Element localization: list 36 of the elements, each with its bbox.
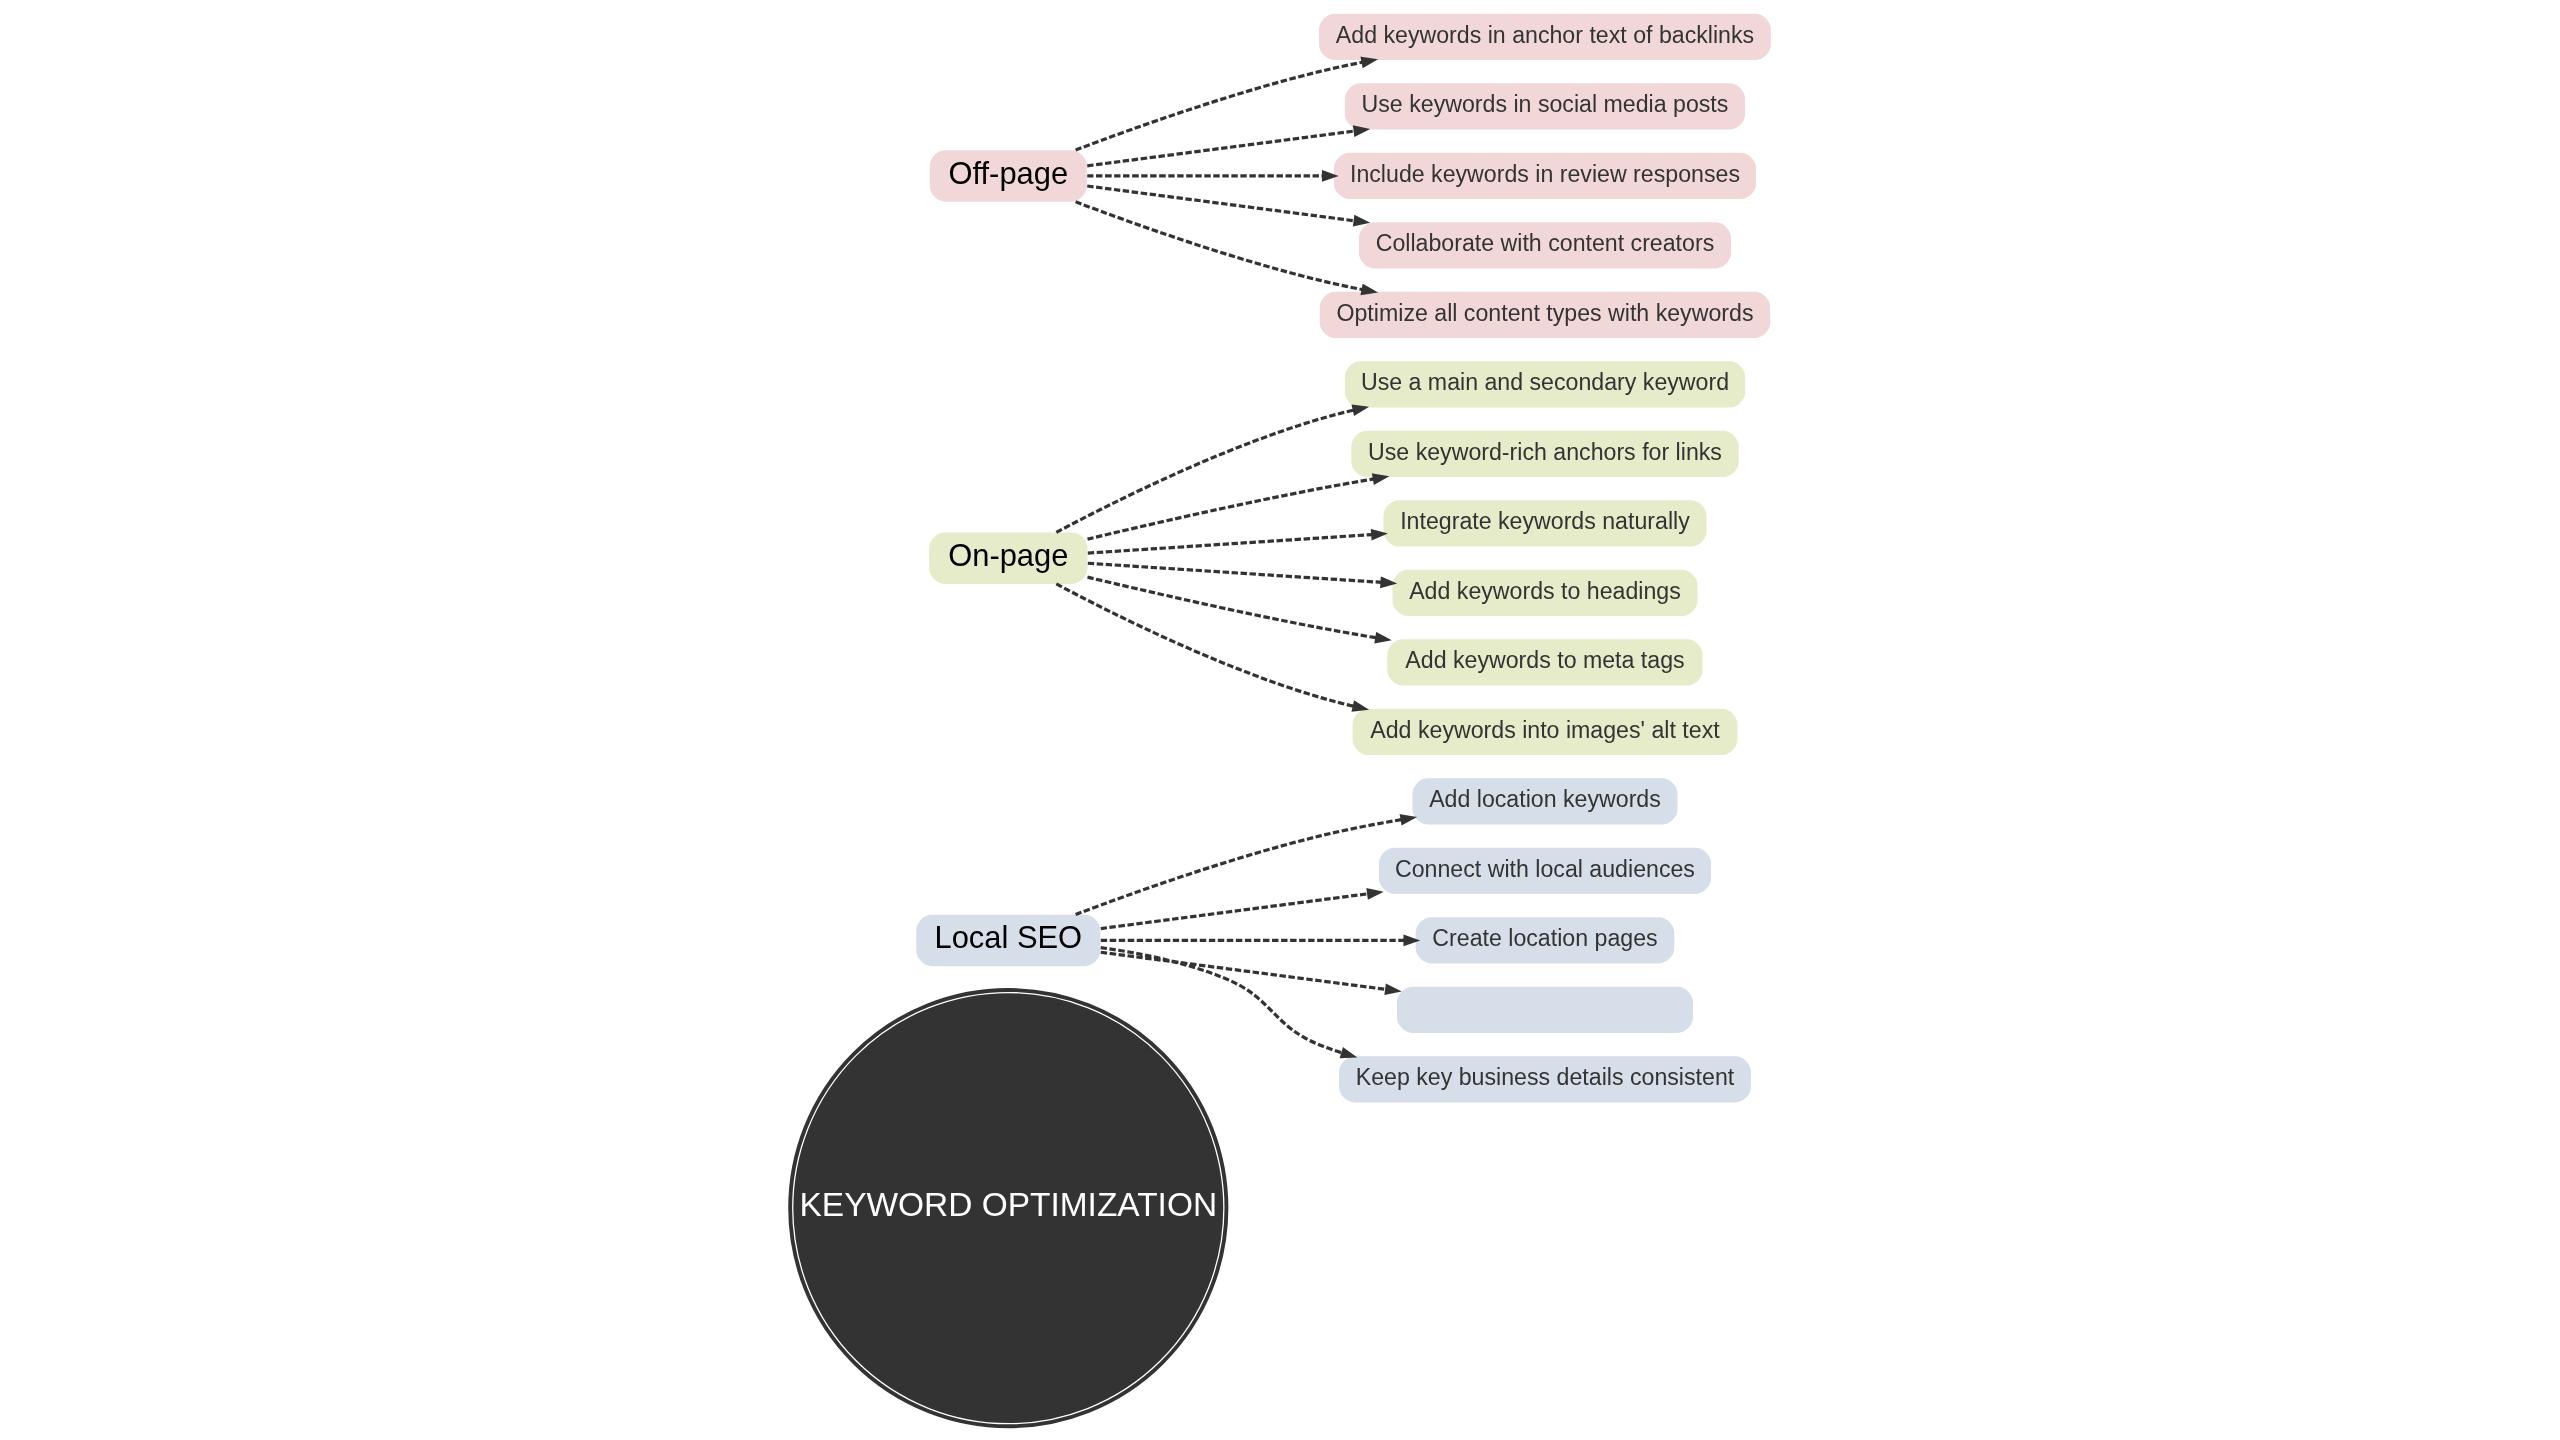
node-circle: KEYWORD OPTIMIZATION (787, 988, 1228, 1429)
node-box: Add location keywords (1411, 778, 1678, 825)
arrow (1086, 125, 1370, 168)
node-box: Local SEO (915, 914, 1100, 967)
arrow (1074, 200, 1378, 296)
node-box: Include keywords in review responses (1333, 152, 1756, 200)
node-box: Integrate keywords naturally (1382, 500, 1706, 547)
node-box: Optimize all content types with keywords (1319, 291, 1770, 339)
arrow (1086, 575, 1392, 644)
node-box: Keep key business details consistent (1338, 1056, 1751, 1103)
node-box (1396, 986, 1693, 1034)
node-box: Off-page (929, 150, 1087, 202)
arrow (1086, 184, 1370, 227)
node-box: Add keywords into images' alt text (1352, 708, 1737, 756)
arrow (1100, 946, 1357, 1059)
node-box: Use keywords in social media posts (1344, 83, 1745, 130)
arrow (1055, 582, 1369, 712)
node-box: On-page (928, 532, 1087, 584)
arrow (1074, 56, 1378, 152)
node-box: Connect with local audiences (1378, 847, 1711, 895)
node-box: Add keywords in anchor text of backlinks (1318, 13, 1771, 61)
node-box: Use keyword-rich anchors for links (1350, 430, 1739, 478)
arrow (1100, 934, 1420, 947)
arrow (1087, 561, 1397, 589)
arrow (1086, 170, 1339, 182)
arrow (1087, 528, 1388, 555)
node-box: Add keywords to headings (1391, 569, 1697, 617)
arrow (1100, 950, 1402, 996)
node-box: Use a main and secondary keyword (1344, 361, 1745, 408)
arrow (1074, 814, 1417, 916)
node-box: Add keywords to meta tags (1386, 639, 1703, 686)
arrow (1086, 473, 1389, 541)
arrow (1055, 404, 1369, 534)
arrow (1100, 888, 1384, 931)
node-box: Collaborate with content creators (1358, 222, 1731, 269)
node-box: Create location pages (1415, 917, 1674, 964)
